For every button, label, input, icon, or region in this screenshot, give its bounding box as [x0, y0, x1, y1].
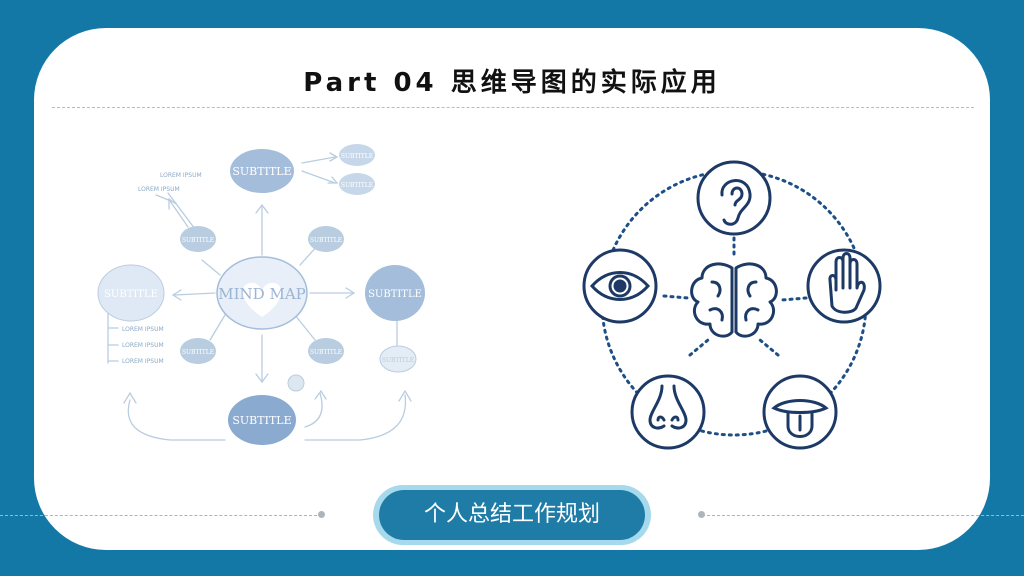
subtitle-small-label: SUBTITLE — [310, 349, 342, 356]
subtitle-left-label: SUBTITLE — [104, 289, 158, 300]
subtitle-bottom-label: SUBTITLE — [232, 414, 291, 427]
subtitle-small-label: SUBTITLE — [341, 153, 373, 160]
nose-circle — [630, 374, 706, 450]
lorem-label: LOREM IPSUM — [138, 186, 180, 193]
subtitle-small-label: SUBTITLE — [182, 349, 214, 356]
hand-icon — [828, 252, 866, 314]
divider-dot — [698, 511, 705, 518]
lorem-label: LOREM IPSUM — [122, 358, 164, 365]
subtitle-small-label: SUBTITLE — [182, 237, 214, 244]
subtitle-small-label: SUBTITLE — [310, 237, 342, 244]
subtitle-right-label: SUBTITLE — [368, 289, 422, 300]
tongue-icon — [771, 399, 829, 438]
ear-icon — [720, 179, 752, 226]
mind-map-illustration: MIND MAP SUBTITLE SUBTITLE SUBTITLE SUBT… — [97, 144, 425, 445]
summary-button[interactable]: 个人总结工作规划 — [379, 490, 645, 540]
lorem-label: LOREM IPSUM — [122, 326, 164, 333]
ear-circle — [696, 160, 772, 236]
lorem-label: LOREM IPSUM — [122, 342, 164, 349]
subtitle-top-label: SUBTITLE — [232, 165, 291, 178]
title-divider — [52, 107, 974, 108]
nose-icon — [648, 384, 688, 430]
slide-title: Part 04 思维导图的实际应用 — [303, 68, 721, 98]
brain-icon — [690, 262, 778, 338]
five-senses-diagram — [582, 160, 882, 450]
mind-map-center-label: MIND MAP — [218, 285, 306, 303]
bottom-divider-right — [702, 515, 1024, 516]
bottom-divider-left — [0, 515, 322, 516]
lorem-label: LOREM IPSUM — [160, 172, 202, 179]
subtitle-small-label: SUBTITLE — [341, 182, 373, 189]
subtitle-small-label: SUBTITLE — [382, 357, 414, 364]
eye-icon — [589, 271, 651, 301]
divider-dot — [318, 511, 325, 518]
